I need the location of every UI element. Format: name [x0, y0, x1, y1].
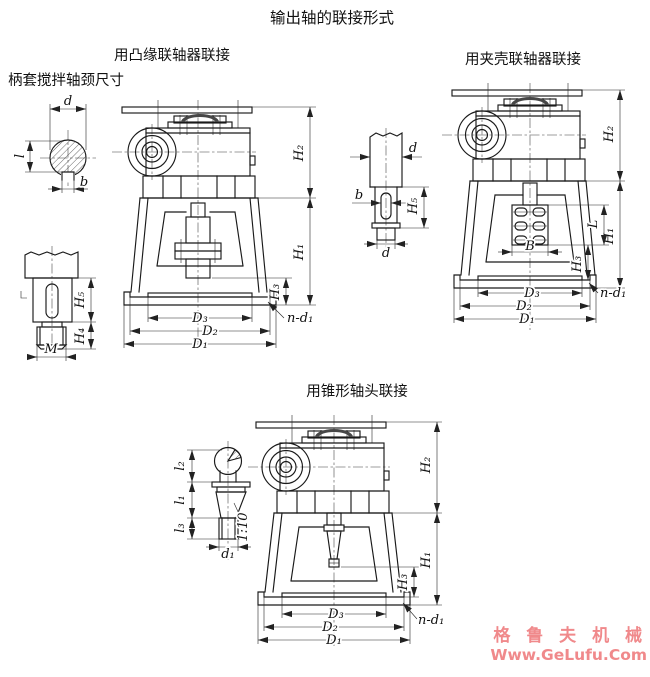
dim-label-H3: H₃	[570, 256, 585, 274]
lantern-stand	[460, 180, 596, 276]
page-title: 输出轴的联接形式	[270, 9, 394, 27]
dim-label-D3: D₃	[327, 607, 344, 622]
dim-label-H5: H₅	[406, 197, 421, 215]
dim-label-D1: D₁	[325, 633, 342, 648]
dim-label-H4: H₄	[73, 328, 88, 346]
shaft-end-detail: H₅ H₄ M	[20, 246, 96, 361]
seal-dome	[511, 97, 549, 105]
shaft-section-detail: d l b	[11, 92, 96, 193]
watermark-url: Www.GeLufu.Com	[490, 646, 647, 664]
dim-label-D2: D₂	[201, 324, 218, 339]
dim-label-n-d1: n-d₁	[600, 286, 626, 301]
dim-label-d: d	[409, 141, 417, 156]
base-plate	[123, 291, 277, 306]
flange-coupling	[174, 202, 222, 279]
dim-label-H3: H₃	[268, 284, 283, 302]
dim-label-d: d	[64, 94, 72, 109]
cone-shaft-end	[323, 512, 345, 568]
shaft-section-circle	[49, 139, 87, 177]
dim-label-d1: d₁	[221, 547, 235, 562]
dim-label-l2: l₂	[173, 461, 188, 470]
dim-label-D2: D₂	[321, 620, 338, 635]
clamp-shell-coupling	[511, 182, 549, 246]
dim-label-D1: D₁	[518, 312, 535, 327]
dim-label-B: B	[524, 239, 535, 254]
ball-head	[213, 446, 243, 476]
caption-shaft-neck-detail: 柄套搅拌轴颈尺寸	[8, 72, 124, 89]
seal-dome	[315, 429, 353, 437]
dim-label-D3: D₃	[523, 286, 540, 301]
watermark: 格 鲁 夫 机 械 Www.GeLufu.Com	[490, 625, 647, 664]
dim-label-H5: H₅	[73, 291, 88, 309]
dim-label-H2: H₂	[602, 126, 617, 144]
dim-label-l1: l₁	[173, 495, 188, 504]
dim-label-M: M	[43, 342, 58, 357]
dim-label-l3: l₃	[173, 523, 188, 532]
mounting-plate	[121, 106, 253, 114]
dim-label-H1: H₁	[292, 244, 307, 262]
section-corner-marks	[20, 291, 80, 299]
dim-label-H2: H₂	[419, 457, 434, 475]
dim-label-b: b	[80, 175, 88, 190]
dim-label-D2: D₂	[515, 299, 532, 314]
dim-label-l: l	[13, 154, 28, 158]
caption-flange-coupling: 用凸缘联轴器联接	[114, 47, 230, 64]
caption-cone-head-coupling: 用锥形轴头联接	[306, 383, 408, 400]
keyway-slot	[45, 283, 59, 319]
lantern-stand	[130, 197, 268, 293]
dim-label-H2: H₂	[292, 145, 307, 163]
dim-label-n-d1: n-d₁	[418, 613, 444, 628]
mounting-plate	[255, 421, 387, 429]
dim-label-H1: H₁	[419, 552, 434, 570]
lantern-stand	[264, 512, 402, 593]
agitator-shaft-detail: d b H₅ d	[350, 128, 429, 263]
watermark-brand: 格 鲁 夫 机 械	[493, 625, 647, 646]
flange-coupling-assembly: H₂ H₁ H₃ D₃ D₂ D₁ n-d₁	[112, 100, 316, 354]
dim-label-n-d1: n-d₁	[287, 311, 313, 326]
dim-label-D3: D₃	[191, 311, 208, 326]
cone-head-detail: 1:10 l₂ l₁ l₃ d₁	[171, 441, 253, 564]
dim-label-L: L	[586, 220, 601, 230]
mounting-plate	[451, 89, 583, 97]
clamp-coupling-assembly: H₂ H₁ L H₃ B D₃ D₂ D₁ n-d₁	[442, 83, 628, 330]
dim-label-b: b	[355, 188, 363, 203]
dim-label-D1: D₁	[191, 337, 208, 352]
dim-label-d-bottom: d	[382, 246, 390, 261]
seal-dome	[181, 114, 219, 122]
caption-clamp-coupling: 用夹壳联轴器联接	[465, 51, 581, 68]
dim-label-taper: 1:10	[236, 512, 251, 541]
cone-head-assembly: H₂ H₁ H₃ D₃ D₂ D₁ n-d₁	[248, 415, 446, 650]
dim-label-H3: H₃	[396, 574, 411, 592]
